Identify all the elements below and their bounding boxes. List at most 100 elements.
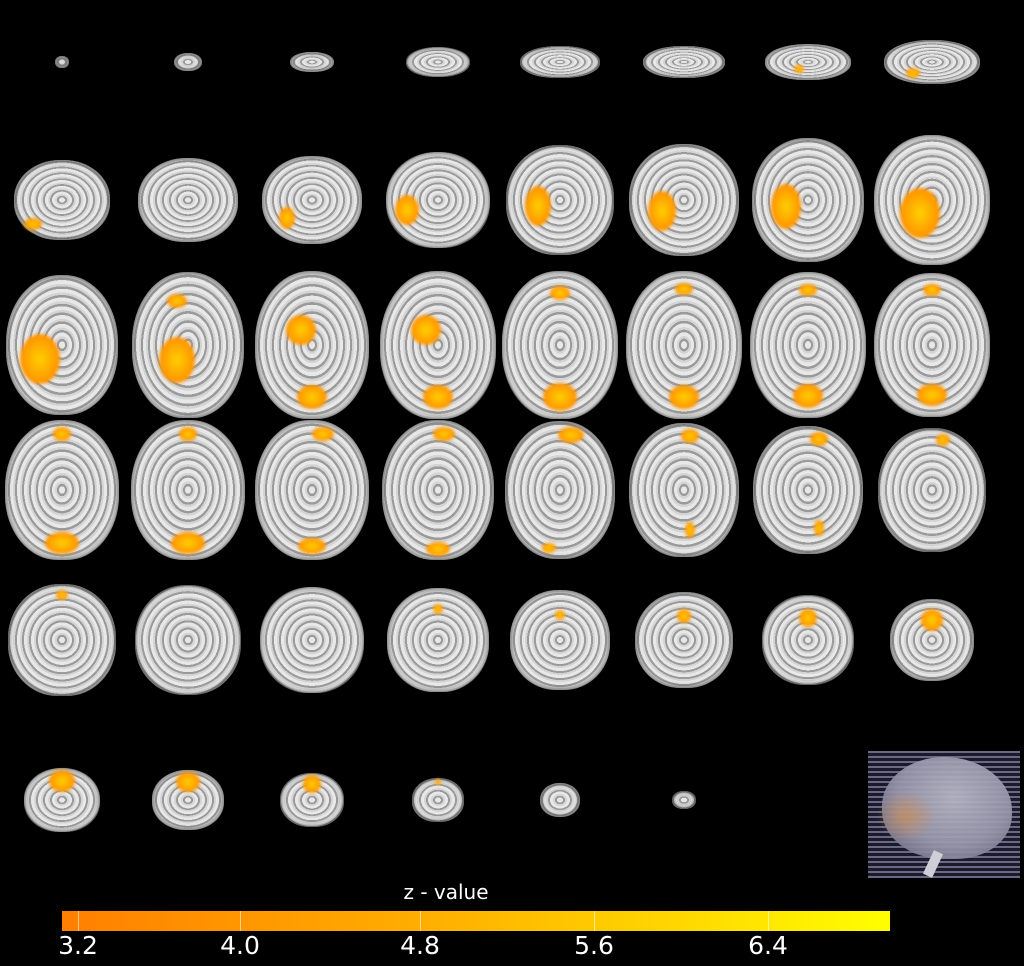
brain-slice-image: [672, 791, 696, 809]
axial-slice: [290, 52, 334, 72]
brain-slice-image: [262, 156, 362, 244]
activation-cluster: [905, 68, 920, 78]
colorbar-tick-label: 4.0: [220, 931, 260, 960]
brain-slice-image: [878, 428, 986, 552]
axial-slice: [255, 271, 369, 419]
activation-cluster: [794, 65, 805, 74]
brain-slice-image: [752, 138, 864, 262]
activation-cluster: [53, 427, 71, 441]
axial-slice: [262, 156, 362, 244]
axial-slice: [635, 592, 733, 688]
brain-slice-image: [643, 46, 725, 78]
brain-slice-image: [255, 420, 369, 560]
activation-cluster: [917, 384, 947, 407]
activation-cluster: [49, 769, 75, 792]
activation-cluster: [285, 315, 316, 346]
axial-slice: [382, 420, 494, 560]
colorbar-tick: [594, 911, 595, 931]
axial-slice: [14, 160, 110, 240]
colorbar-tick: [240, 911, 241, 931]
activation-cluster: [935, 434, 950, 447]
axial-slice: [626, 271, 742, 419]
activation-cluster: [312, 427, 335, 441]
axial-slice: [255, 420, 369, 560]
axial-slice: [874, 135, 990, 265]
brain-slice-image: [412, 778, 464, 822]
brain-slice-image: [629, 144, 739, 256]
brain-slice-image: [174, 53, 202, 71]
colorbar-tick: [78, 911, 79, 931]
brain-slice-image: [406, 47, 470, 77]
colorbar-tick-label: 3.2: [58, 931, 98, 960]
brain-slice-image: [753, 426, 863, 554]
axial-slice: [874, 273, 990, 417]
axial-slice: [540, 783, 580, 817]
axial-slice: [386, 152, 490, 248]
activation-cluster: [394, 194, 419, 225]
activation-cluster: [550, 286, 570, 301]
activation-cluster: [810, 431, 828, 446]
activation-cluster: [56, 590, 68, 601]
activation-cluster: [923, 284, 941, 297]
activation-cluster: [298, 538, 326, 554]
activation-cluster: [525, 185, 552, 226]
activation-cluster: [423, 384, 453, 409]
activation-cluster: [24, 218, 43, 230]
activation-cluster: [542, 542, 556, 553]
activation-cluster: [814, 520, 824, 537]
brain-slice-image: [510, 590, 610, 690]
colorbar-tick: [420, 911, 421, 931]
activation-cluster: [158, 336, 195, 383]
brain-slice-image: [260, 587, 364, 693]
brain-slice-image: [540, 783, 580, 817]
axial-slice: [505, 421, 615, 559]
activation-cluster: [411, 315, 442, 346]
brain-slice-image: [505, 421, 615, 559]
brain-slice-image: [55, 56, 69, 68]
axial-slice: [131, 420, 245, 560]
activation-cluster: [677, 609, 691, 623]
axial-slice: [765, 44, 851, 80]
slice-montage: [5, 40, 990, 832]
activation-cluster: [297, 384, 327, 409]
axial-slice: [750, 272, 866, 418]
activation-cluster: [426, 541, 450, 556]
axial-slice: [890, 599, 974, 681]
axial-slice: [510, 590, 610, 690]
brain-slice-image: [765, 44, 851, 80]
axial-slice: [506, 145, 614, 255]
activation-cluster: [166, 294, 187, 309]
activation-cluster: [435, 779, 441, 786]
axial-slice: [152, 770, 224, 830]
colorbar-tick: [768, 911, 769, 931]
brain-slice-image: [629, 423, 739, 557]
activation-overlay: [876, 791, 936, 841]
activation-cluster: [179, 427, 197, 441]
axial-slice: [380, 271, 496, 419]
activation-cluster: [171, 532, 205, 555]
axial-slice: [135, 585, 241, 695]
axial-slice: [502, 271, 618, 419]
axial-slice: [752, 138, 864, 262]
axial-slice: [8, 584, 116, 696]
activation-cluster: [19, 334, 60, 384]
activation-cluster: [684, 522, 695, 539]
brain-slice-image: [506, 145, 614, 255]
brain-slice-image: [382, 420, 494, 560]
activation-cluster: [900, 188, 941, 238]
axial-slice: [878, 428, 986, 552]
colorbar: [62, 911, 890, 931]
axial-slice: [132, 272, 244, 418]
brain-slice-image: [135, 585, 241, 695]
activation-cluster: [799, 283, 817, 296]
activation-cluster: [433, 603, 443, 614]
axial-slice: [55, 56, 69, 68]
axial-slice: [24, 768, 100, 832]
activation-cluster: [45, 532, 79, 555]
axial-slice: [5, 420, 119, 560]
activation-cluster: [770, 183, 801, 229]
colorbar-tick-label: 6.4: [748, 931, 788, 960]
brain-slice-image: [290, 52, 334, 72]
axial-slice: [412, 778, 464, 822]
activation-cluster: [555, 610, 565, 620]
